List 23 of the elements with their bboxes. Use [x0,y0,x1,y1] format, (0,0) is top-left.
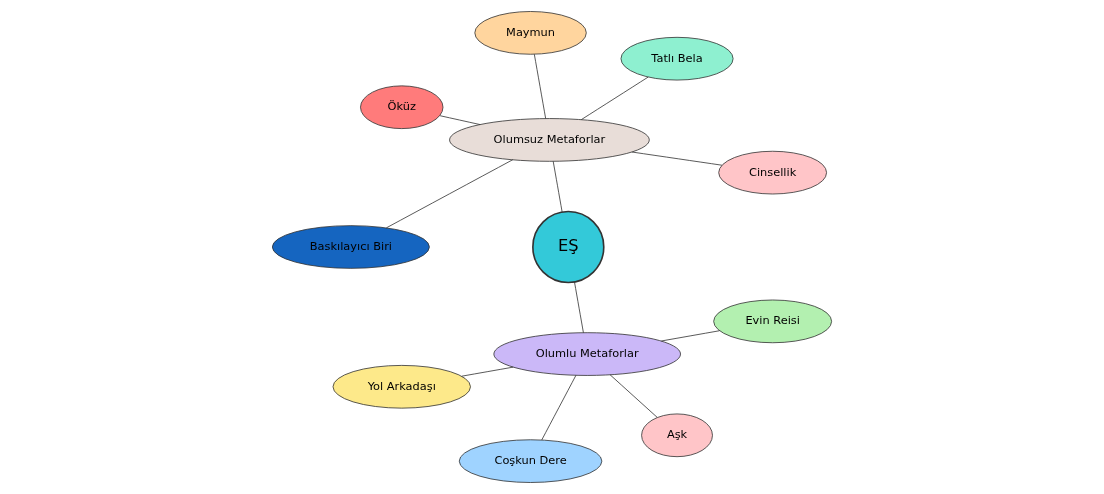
connector [574,281,584,334]
connector [580,76,649,121]
connector [439,115,481,125]
connector [385,159,514,229]
node-ellipse: Olumlu Metaforlar [493,332,681,376]
node-ellipse: Tatlı Bela [620,36,734,81]
node-ellipse: Olumsuz Metaforlar [449,118,650,162]
node-ellipse: Öküz [360,85,444,129]
node-ellipse: Evin Reisi [713,299,833,344]
connector [533,53,547,119]
connector [660,330,720,342]
node-ellipse: Aşk [641,413,713,458]
node-circle: EŞ [532,210,605,284]
node-ellipse: Baskılayıcı Biri [271,225,430,269]
node-ellipse: Maymun [474,11,587,55]
node-ellipse: Yol Arkadaşı [332,365,471,409]
node-ellipse: Cinsellik [718,150,827,195]
connector [541,374,577,441]
connector [461,366,514,377]
node-ellipse: Coşkun Dere [458,439,603,483]
connector [552,160,563,213]
connector [631,151,723,166]
connector [609,374,658,418]
